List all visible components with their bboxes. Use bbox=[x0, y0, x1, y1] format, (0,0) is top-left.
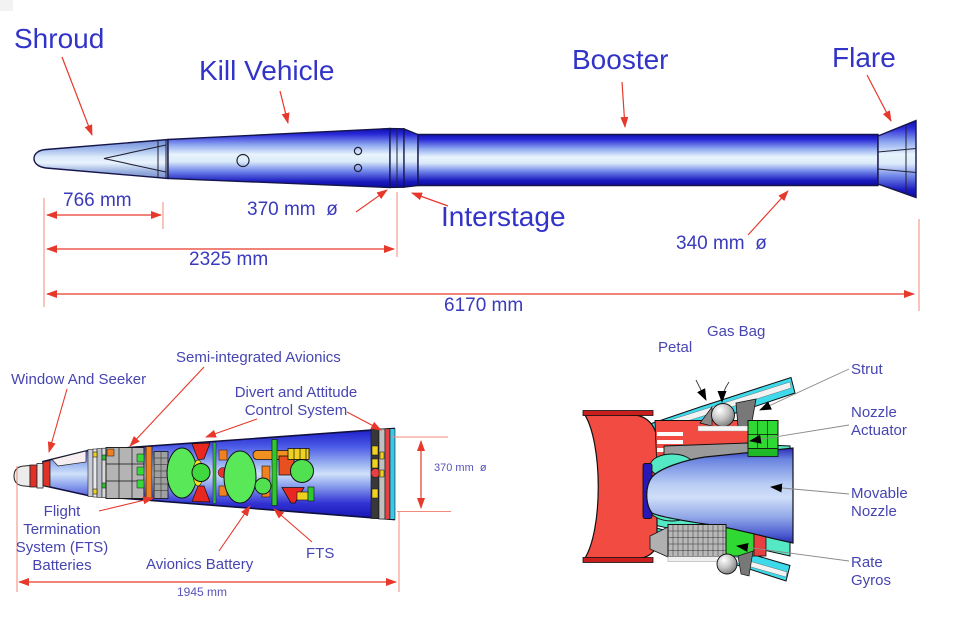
label-gas-bag: Gas Bag bbox=[707, 323, 766, 340]
kv-avionics-boxes bbox=[105, 447, 145, 499]
kill-vehicle-arrow bbox=[279, 90, 290, 124]
kv-green-vbar bbox=[271, 439, 278, 506]
shroud-inner-cone bbox=[103, 144, 167, 173]
label-semi-integrated-avionics: Semi-integrated Avionics bbox=[176, 349, 341, 366]
kv-orange-bulkhead bbox=[145, 446, 153, 501]
kill-vehicle-body bbox=[167, 127, 391, 189]
label-divert-attitude-control: Divert and Attitude Control System bbox=[234, 384, 358, 419]
kv-green-divider bbox=[212, 442, 217, 504]
label-fts-batteries: Flight Termination System (FTS) Batterie… bbox=[15, 503, 109, 574]
movable-nozzle-leader bbox=[770, 483, 850, 495]
label-interstage: Interstage bbox=[441, 201, 566, 232]
label-shroud: Shroud bbox=[14, 23, 105, 54]
label-fts: FTS bbox=[306, 545, 335, 562]
kv-green-sphere bbox=[290, 459, 314, 483]
gas-bag-pointer bbox=[717, 381, 730, 403]
kv-dimensions bbox=[16, 436, 451, 592]
interstage-arrow bbox=[411, 192, 449, 207]
semi-avionics-arrow bbox=[129, 366, 205, 447]
flare-arrow bbox=[866, 74, 892, 122]
label-kill-vehicle: Kill Vehicle bbox=[199, 55, 335, 86]
kv-red-funnel bbox=[281, 487, 305, 504]
kv-nose-bands bbox=[29, 460, 51, 489]
label-window-and-seeker: Window And Seeker bbox=[11, 371, 147, 388]
dacs-arrow-left bbox=[205, 418, 258, 438]
kv-fts-batteries bbox=[153, 451, 169, 499]
kv-dacs-valve bbox=[191, 463, 211, 482]
dim-kv-cutaway-length: 1945 mm bbox=[177, 585, 228, 599]
top-dimensions bbox=[43, 192, 920, 311]
kv-leader-arrows bbox=[47, 366, 382, 552]
kv-nose-cap bbox=[13, 464, 31, 488]
strut-white-strip bbox=[697, 425, 755, 432]
dim-shroud-length: 766 mm bbox=[63, 190, 132, 211]
label-avionics-battery: Avionics Battery bbox=[146, 556, 254, 573]
flare-shape bbox=[877, 119, 917, 199]
red-inner-fingers bbox=[657, 432, 683, 452]
flare-detail-lines bbox=[877, 124, 917, 194]
kill-vehicle-cutaway bbox=[13, 427, 396, 521]
kv-yellow-striped-block bbox=[287, 448, 310, 460]
casing-bottom-band bbox=[582, 557, 654, 563]
label-strut: Strut bbox=[851, 361, 883, 378]
window-seeker-arrow bbox=[47, 388, 68, 453]
nozzle-leader-arrows bbox=[695, 368, 850, 562]
label-petal: Petal bbox=[658, 339, 693, 356]
petal-pointer bbox=[695, 379, 707, 401]
gyro-sphere bbox=[716, 553, 738, 575]
rate-gyros-box bbox=[649, 524, 727, 562]
rate-gyros-leader bbox=[736, 543, 850, 562]
kv-fuel-tank-2 bbox=[223, 450, 257, 504]
nozzle-actuator-leader bbox=[749, 424, 850, 444]
kv-yellow-bracket bbox=[296, 486, 315, 502]
booster-arrow bbox=[620, 81, 629, 128]
kv-port-circles bbox=[236, 146, 363, 173]
kv-aft-bulkhead bbox=[370, 428, 396, 520]
dim-booster-diameter: 340 mm ø bbox=[676, 233, 767, 254]
dacs-arrow-right bbox=[346, 411, 382, 431]
kv-seeker-window bbox=[51, 450, 87, 467]
booster-body bbox=[417, 133, 879, 187]
casing-top-band bbox=[582, 410, 654, 416]
kv-diameter-arrow bbox=[355, 189, 388, 213]
gyro-wedge-right bbox=[737, 550, 754, 577]
dim-kv-diameter: 370 mm ø bbox=[247, 199, 338, 220]
label-rate-gyros: Rate Gyros bbox=[851, 554, 892, 589]
missile-side-view bbox=[33, 119, 917, 199]
shroud-joint-lines bbox=[157, 139, 167, 179]
nozzle-actuator-block bbox=[747, 420, 779, 457]
dim-kv-cutaway-diameter: 370 mm ø bbox=[434, 462, 487, 474]
label-nozzle-actuator: Nozzle Actuator bbox=[851, 404, 907, 439]
gas-bag-sphere bbox=[711, 403, 735, 427]
nozzle-cutaway bbox=[582, 376, 796, 582]
kv-dacs-thrusters bbox=[191, 442, 211, 503]
fts-arrow bbox=[273, 508, 313, 543]
kv-joint-rings bbox=[87, 447, 107, 498]
dim-kv-length: 2325 mm bbox=[189, 249, 269, 270]
corner-artifact bbox=[0, 0, 13, 11]
fts-batteries-arrow bbox=[98, 496, 154, 512]
top-leader-arrows bbox=[61, 56, 892, 236]
avionics-battery-arrow bbox=[218, 505, 251, 552]
shroud-arrow bbox=[61, 56, 93, 136]
interstage-taper bbox=[403, 127, 419, 188]
label-movable-nozzle: Movable Nozzle bbox=[851, 485, 908, 520]
label-flare: Flare bbox=[832, 42, 896, 73]
dim-total-length: 6170 mm bbox=[444, 295, 524, 316]
shroud-shape bbox=[33, 138, 169, 180]
booster-diameter-arrow bbox=[747, 190, 789, 236]
strut-leader bbox=[759, 368, 850, 411]
label-booster: Booster bbox=[572, 44, 669, 75]
kv-avionics-battery-sphere bbox=[254, 477, 272, 495]
nozzle-red-casing bbox=[582, 412, 658, 561]
